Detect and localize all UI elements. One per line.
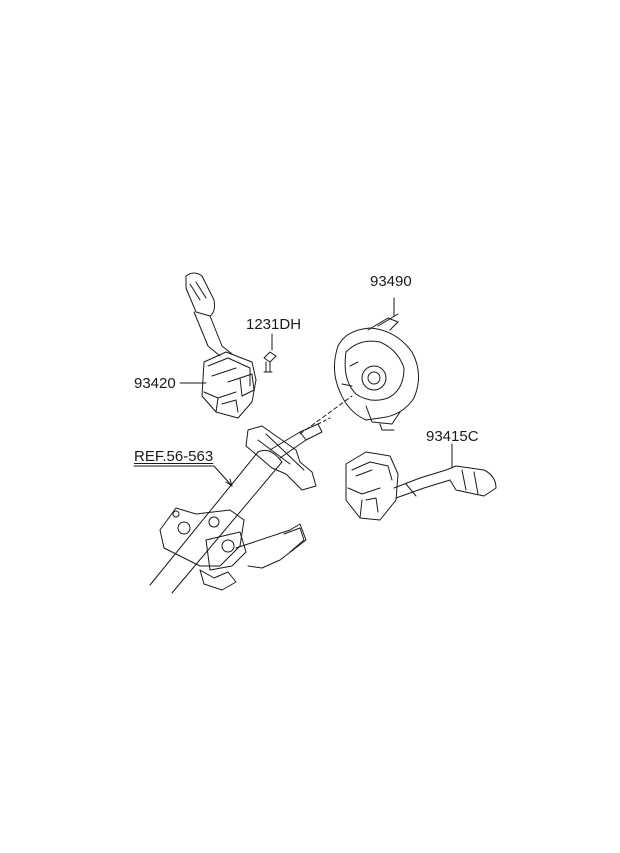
ref-leader-line [134, 466, 232, 486]
wiper-switch-assembly [186, 273, 256, 418]
label-clock-spring: 93490 [370, 273, 412, 290]
screw-part [264, 352, 276, 372]
light-switch-assembly [346, 452, 496, 520]
label-screw: 1231DH [246, 316, 302, 333]
clock-spring-assembly [334, 314, 418, 430]
label-wiper-switch: 93420 [134, 375, 176, 392]
label-steering-column-ref: REF.56-563 [134, 448, 214, 465]
label-light-switch: 93415C [426, 428, 479, 445]
steering-column [150, 396, 352, 593]
